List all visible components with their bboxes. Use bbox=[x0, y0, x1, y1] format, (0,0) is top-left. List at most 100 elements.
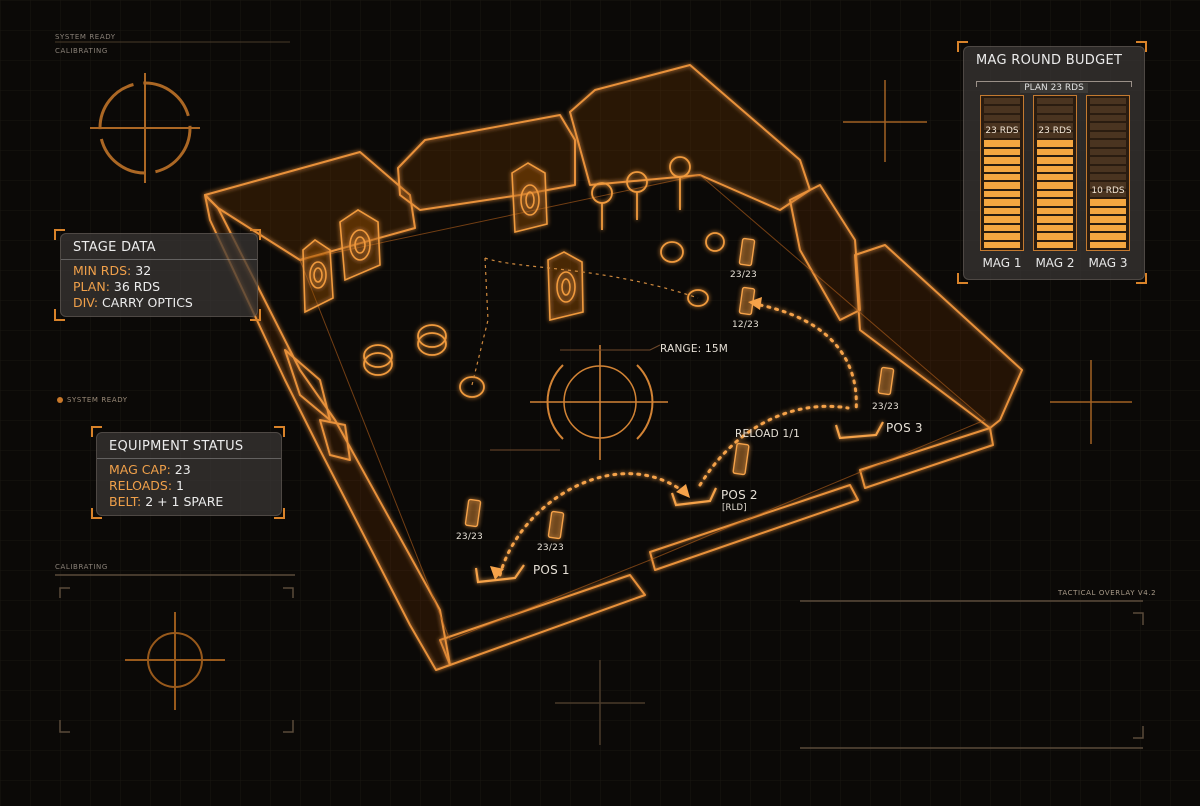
mag-segment bbox=[1090, 233, 1126, 240]
mag-segment bbox=[1037, 182, 1073, 189]
mag-1-bar: 23 RDS bbox=[980, 95, 1024, 251]
system-ready-label: SYSTEM READY bbox=[67, 396, 128, 404]
right-crosshair-icon bbox=[843, 80, 1132, 444]
mag-segment bbox=[1090, 114, 1126, 122]
position-3-label: POS 3 bbox=[886, 421, 923, 435]
position-2-sub: [RLD] bbox=[722, 503, 747, 513]
range-label: RANGE: 15M bbox=[660, 343, 728, 355]
mag-segment bbox=[1090, 174, 1126, 181]
mag-count-c: 23/23 bbox=[872, 402, 899, 412]
mag-segment bbox=[1037, 165, 1073, 172]
reload-label: RELOAD 1/1 bbox=[735, 428, 800, 440]
mag-2-name: MAG 2 bbox=[1035, 256, 1075, 270]
mag-segment bbox=[1090, 106, 1126, 113]
paper-target-icon bbox=[302, 162, 584, 322]
shooting-position-icon bbox=[474, 421, 884, 584]
stage-row-plan: PLAN: 36 RDS bbox=[73, 279, 161, 294]
mag-segment bbox=[984, 224, 1020, 232]
mag-segment bbox=[984, 98, 1020, 105]
mag-1-rounds-label: 23 RDS bbox=[985, 126, 1019, 137]
mag-segment bbox=[984, 106, 1020, 113]
mag-count-b: 12/23 bbox=[732, 320, 759, 330]
mag-count-a: 23/23 bbox=[730, 270, 757, 280]
equip-row-belt: BELT: 2 + 1 SPARE bbox=[109, 494, 224, 509]
mag-segment bbox=[1090, 182, 1126, 189]
position-1-label: POS 1 bbox=[533, 563, 570, 577]
mag-segment bbox=[984, 148, 1020, 156]
mag-segment bbox=[1037, 224, 1073, 232]
mag-count-e: 23/23 bbox=[537, 543, 564, 553]
mag-segment bbox=[1090, 123, 1126, 130]
mag-segment bbox=[984, 207, 1020, 215]
stage-row-min-rds: MIN RDS: 32 bbox=[73, 263, 152, 278]
mag-segment bbox=[984, 123, 1020, 130]
equipment-status-title: EQUIPMENT STATUS bbox=[97, 433, 281, 459]
mag-2-bar: 23 RDS bbox=[1033, 95, 1077, 251]
mag-segment bbox=[984, 241, 1020, 248]
mag-segment bbox=[1037, 131, 1073, 139]
status-top-label: SYSTEM READY bbox=[55, 33, 116, 41]
mag-count-d: 23/23 bbox=[456, 532, 483, 542]
mag-segment bbox=[1037, 98, 1073, 105]
mag-segment bbox=[1090, 199, 1126, 206]
arrow-heads bbox=[490, 297, 762, 580]
bottom-center-crosshair-icon bbox=[555, 660, 645, 745]
tactical-overlay-label: TACTICAL OVERLAY V4.2 bbox=[1058, 589, 1157, 597]
plan-label: PLAN 23 RDS bbox=[1020, 83, 1088, 93]
stage-row-div: DIV: CARRY OPTICS bbox=[73, 295, 193, 310]
mag-segment bbox=[1090, 131, 1126, 139]
lower-left-frame bbox=[55, 574, 295, 733]
mag-1-name: MAG 1 bbox=[982, 256, 1022, 270]
mag-segment bbox=[1037, 233, 1073, 240]
mag-2-rounds-label: 23 RDS bbox=[1038, 126, 1072, 137]
mag-round-budget-panel: MAG ROUND BUDGET PLAN 23 RDS 23 RDS 23 RD… bbox=[963, 46, 1145, 280]
mag-segment bbox=[984, 190, 1020, 198]
mag-segment bbox=[984, 165, 1020, 172]
mag-segment bbox=[1090, 241, 1126, 248]
mag-segment bbox=[1090, 140, 1126, 147]
panel-brackets bbox=[54, 41, 1147, 519]
status-dot-icon bbox=[57, 397, 63, 403]
mag-3-rounds-label: 10 RDS bbox=[1091, 185, 1125, 196]
mag-segment bbox=[1037, 207, 1073, 215]
mag-segment bbox=[1090, 157, 1126, 164]
mag-segment bbox=[984, 199, 1020, 206]
mag-segment bbox=[1037, 148, 1073, 156]
mag-segment bbox=[1037, 140, 1073, 147]
stage-data-title: STAGE DATA bbox=[61, 234, 257, 260]
budget-title: MAG ROUND BUDGET bbox=[976, 53, 1123, 68]
steel-popper-icon bbox=[363, 156, 725, 398]
plan-bracket: PLAN 23 RDS bbox=[976, 75, 1132, 93]
mag-segment bbox=[984, 182, 1020, 189]
mag-segment bbox=[984, 233, 1020, 240]
lower-right-frame bbox=[800, 600, 1144, 749]
movement-path bbox=[498, 303, 858, 577]
calibrating-label: CALIBRATING bbox=[55, 563, 108, 571]
mag-segment bbox=[984, 140, 1020, 147]
status-sub-label: CALIBRATING bbox=[55, 47, 108, 55]
mag-segment bbox=[1037, 190, 1073, 198]
mag-segment bbox=[1090, 190, 1126, 198]
equip-row-mag-cap: MAG CAP: 23 bbox=[109, 462, 191, 477]
mag-segment bbox=[1090, 216, 1126, 223]
mag-segment bbox=[984, 157, 1020, 164]
mag-segment bbox=[1090, 224, 1126, 232]
magazine-icon bbox=[464, 237, 895, 540]
mag-segment bbox=[1037, 241, 1073, 248]
mag-3-name: MAG 3 bbox=[1088, 256, 1128, 270]
mag-segment bbox=[1037, 157, 1073, 164]
mag-segment bbox=[1090, 98, 1126, 105]
mag-segment bbox=[1037, 199, 1073, 206]
center-reticle-icon bbox=[490, 344, 668, 460]
mag-segment bbox=[1037, 123, 1073, 130]
mag-segment bbox=[984, 114, 1020, 122]
equip-row-reloads: RELOADS: 1 bbox=[109, 478, 184, 493]
position-2-label: POS 2 bbox=[721, 488, 758, 502]
mag-segment bbox=[1037, 114, 1073, 122]
mag-segment bbox=[1037, 216, 1073, 223]
mag-segment bbox=[1090, 207, 1126, 215]
crosshair-reticle-icon bbox=[90, 73, 200, 183]
range-floor bbox=[299, 174, 986, 641]
mag-segment bbox=[984, 216, 1020, 223]
mag-segment bbox=[984, 131, 1020, 139]
